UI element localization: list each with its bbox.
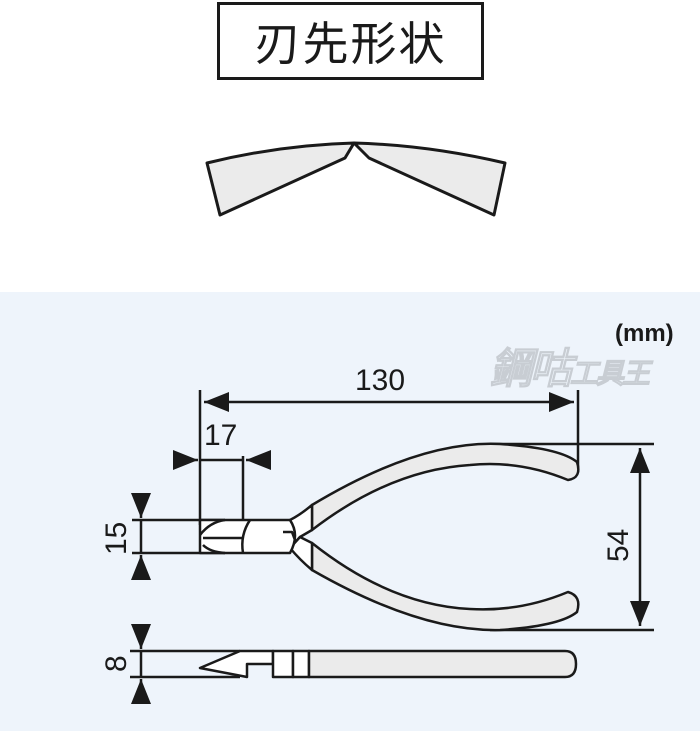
pliers-top-view <box>198 442 580 632</box>
dim-head-length: 17 <box>204 419 237 452</box>
dim-overall-length: 130 <box>355 364 405 397</box>
dim-thickness: 8 <box>100 655 133 672</box>
title-box: 刃先形状 <box>217 2 484 80</box>
dim-handle-spread: 54 <box>602 529 635 562</box>
title-text: 刃先形状 <box>254 17 447 71</box>
watermark-logo: 鋼咕工具王 <box>489 344 650 394</box>
unit-label: (mm) <box>615 320 674 347</box>
blade-edge-shape-icon <box>205 141 507 217</box>
pliers-side-view <box>198 649 578 679</box>
dim-head-height: 15 <box>100 522 133 555</box>
